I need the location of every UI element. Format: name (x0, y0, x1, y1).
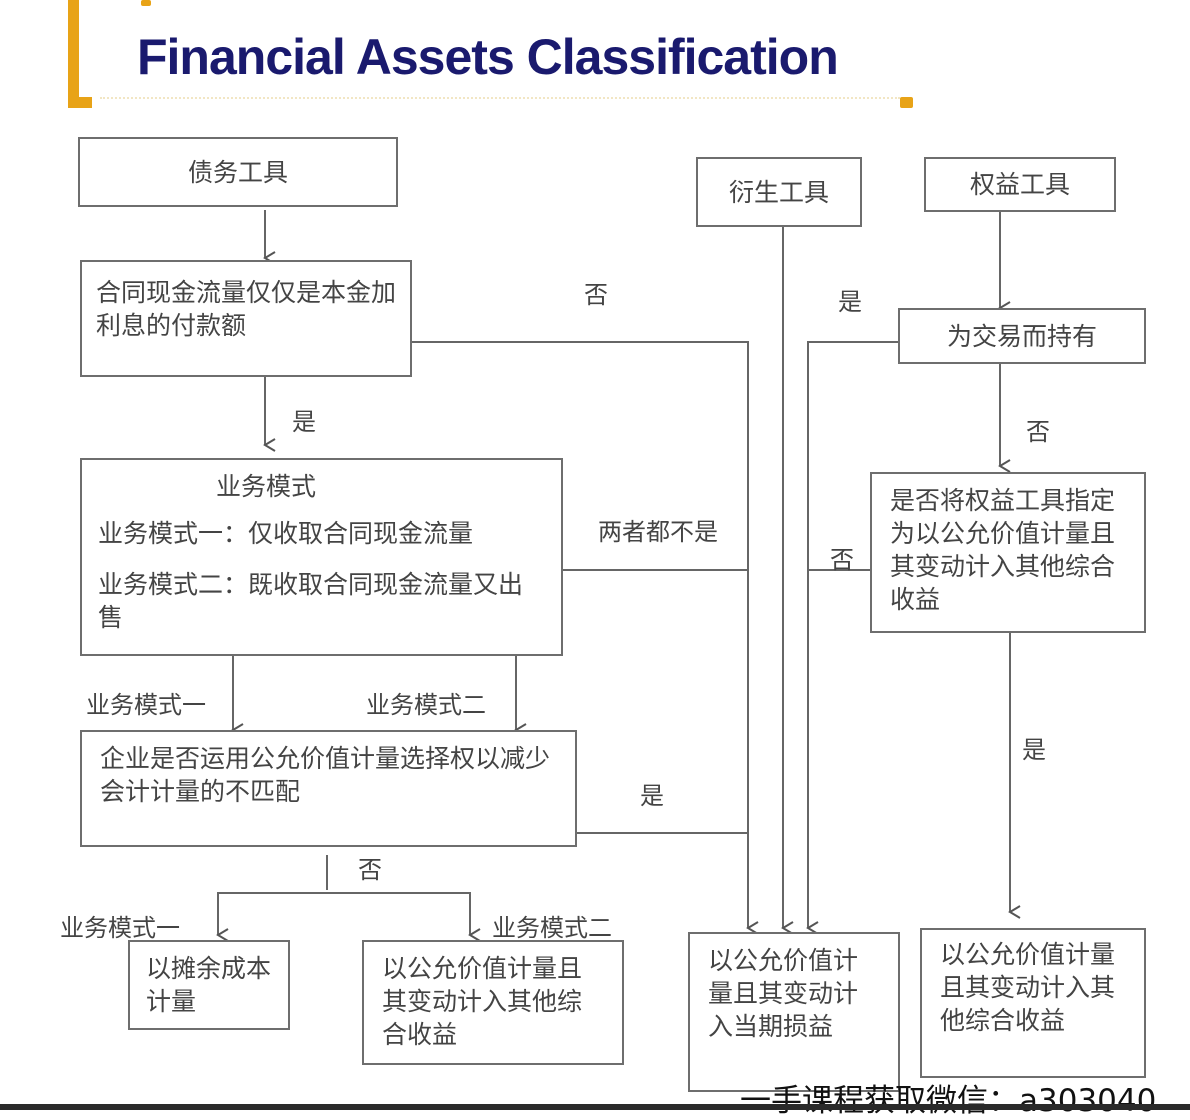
box-equity-designation: 是否将权益工具指定为以公允价值计量且其变动计入其他综合收益 (870, 472, 1146, 633)
bottom-bar (0, 1104, 1190, 1110)
label-sppi-yes: 是 (292, 408, 316, 436)
label-bm2-bottom: 业务模式二 (492, 914, 612, 942)
label-neither: 两者都不是 (598, 518, 718, 546)
box-fvtpl: 以公允价值计量且其变动计入当期损益 (688, 932, 900, 1092)
label-sppi-no: 否 (584, 281, 608, 309)
page-title: Financial Assets Classification (137, 29, 839, 85)
amortized-cost-label: 以摊余成本计量 (146, 954, 272, 1016)
box-debt-instrument: 债务工具 (78, 137, 398, 207)
label-bm2: 业务模式二 (366, 691, 486, 719)
label-designation-no: 否 (830, 546, 854, 574)
box-amortized-cost: 以摊余成本计量 (128, 940, 290, 1030)
watermark-text: 一手课程获取微信：a303040 (740, 1083, 1157, 1119)
title-accent-dot-right (900, 97, 913, 108)
debt-instrument-label: 债务工具 (187, 157, 288, 187)
label-fvo-no: 否 (358, 856, 382, 884)
box-business-model: 业务模式 业务模式一：仅收取合同现金流量 业务模式二：既收取合同现金流量又出售 (80, 458, 563, 656)
label-trading-no: 否 (1026, 418, 1050, 446)
title-accent-vertical (68, 0, 79, 108)
box-fvoci-debt: 以公允价值计量且其变动计入其他综合收益 (362, 940, 624, 1065)
title-accent-dot (141, 0, 151, 6)
line-sppi-no-to-fvtpl (412, 341, 759, 935)
box-derivative: 衍生工具 (696, 157, 862, 227)
fvoci-equity-label: 以公允价值计量且其变动计入其他综合收益 (940, 940, 1116, 1035)
equity-instrument-label: 权益工具 (969, 170, 1070, 199)
business-model-title: 业务模式 (216, 472, 317, 501)
business-model-1: 业务模式一：仅收取合同现金流量 (98, 519, 474, 548)
box-sppi-test: 合同现金流量仅仅是本金加利息的付款额 (80, 260, 412, 377)
fvoci-debt-label: 以公允价值计量且其变动计入其他综合收益 (382, 954, 583, 1049)
label-bm1: 业务模式一 (86, 691, 206, 719)
derivative-label: 衍生工具 (728, 177, 829, 207)
title-accent-horizontal (68, 97, 92, 108)
title-underline (100, 97, 900, 99)
label-derivative-yes: 是 (838, 288, 862, 316)
business-model-2: 业务模式二：既收取合同现金流量又出售 (98, 570, 524, 632)
box-fvo-option: 企业是否运用公允价值计量选择权以减少会计计量的不匹配 (80, 730, 577, 847)
box-held-for-trading: 为交易而持有 (898, 308, 1146, 364)
fvo-option-label: 企业是否运用公允价值计量选择权以减少会计计量的不匹配 (100, 744, 551, 806)
line-trading-yes (806, 341, 898, 935)
label-bm1-bottom: 业务模式一 (60, 914, 180, 942)
fvtpl-label: 以公允价值计量且其变动计入当期损益 (708, 946, 859, 1041)
box-fvoci-equity: 以公允价值计量且其变动计入其他综合收益 (920, 928, 1146, 1078)
box-equity-instrument: 权益工具 (924, 157, 1116, 212)
sppi-test-label: 合同现金流量仅仅是本金加利息的付款额 (96, 278, 397, 340)
line-split (217, 892, 471, 910)
label-fvo-yes: 是 (640, 782, 664, 810)
held-for-trading-label: 为交易而持有 (946, 321, 1097, 351)
equity-designation-label: 是否将权益工具指定为以公允价值计量且其变动计入其他综合收益 (890, 486, 1116, 614)
label-designation-yes: 是 (1022, 736, 1046, 764)
